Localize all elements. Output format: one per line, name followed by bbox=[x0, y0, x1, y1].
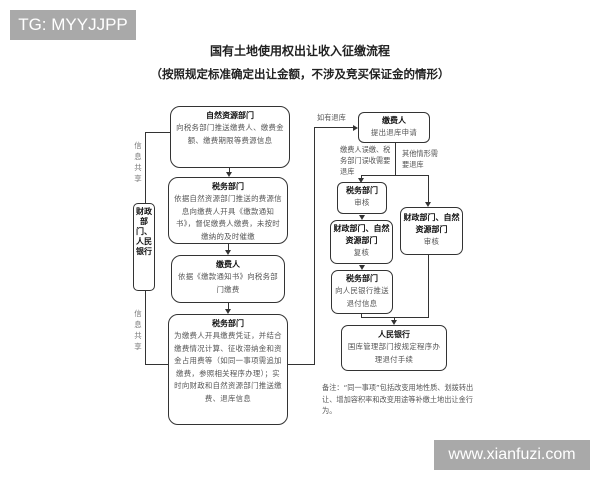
box-body: 提出退库申请 bbox=[370, 128, 418, 137]
connector bbox=[361, 175, 429, 177]
box-heading: 人民银行 bbox=[378, 330, 410, 339]
box-body: 向人民银行推送退付信息 bbox=[335, 286, 389, 308]
refund-applicant-box: 缴费人 提出退库申请 bbox=[358, 112, 430, 143]
flow-box-payer: 缴费人 依据《缴款通知书》向税务部门缴费 bbox=[171, 255, 285, 303]
refund-line-v bbox=[314, 127, 316, 365]
connector bbox=[228, 244, 230, 251]
info-share-label-top: 信息共享 bbox=[134, 141, 142, 183]
connector bbox=[394, 317, 396, 321]
refund-line-h2 bbox=[314, 127, 354, 129]
arrow-down-icon bbox=[225, 309, 231, 314]
arrow-down-icon bbox=[359, 215, 365, 220]
flow-box-tax-receipt: 税务部门 为缴费人开具缴费凭证，并结合缴费情况计算、征收滞纳金和资金占用费等（如… bbox=[168, 314, 288, 425]
connector bbox=[361, 175, 363, 179]
connector bbox=[229, 168, 231, 173]
refund-line-h1 bbox=[288, 364, 315, 366]
box-heading: 缴费人 bbox=[382, 116, 406, 125]
box-body: 审核 bbox=[354, 198, 370, 207]
branch-right-label: 其他情形需要退库 bbox=[402, 149, 438, 169]
finance-bank-box: 财政部门、人民银行 bbox=[133, 203, 155, 291]
box-body: 依据自然资源部门推送的费源信息向缴费人开具《缴款通知书》，督促缴费人缴费，未按时… bbox=[174, 194, 282, 241]
arrow-down-icon bbox=[225, 250, 231, 255]
box-heading: 税务部门 bbox=[212, 319, 244, 328]
box-heading: 税务部门 bbox=[346, 274, 378, 283]
connector bbox=[361, 314, 363, 318]
connector bbox=[428, 175, 430, 203]
refund-trigger-label: 如有退库 bbox=[317, 113, 346, 122]
box-body: 为缴费人开具缴费凭证，并结合缴费情况计算、征收滞纳金和资金占用费等（如同一事项需… bbox=[174, 331, 282, 403]
finance-review-box: 财政部门、自然资源部门 审核 bbox=[400, 207, 463, 255]
box-heading: 财政部门、自然资源部门 bbox=[333, 224, 390, 245]
tax-review-box: 税务部门 审核 bbox=[337, 182, 387, 214]
watermark-bottom: www.xianfuzi.com bbox=[434, 440, 590, 470]
diagram-subtitle: （按照规定标准确定出让金额，不涉及竞买保证金的情形） bbox=[150, 67, 450, 81]
box-heading: 税务部门 bbox=[346, 186, 378, 195]
connector bbox=[228, 303, 230, 310]
tax-push-box: 税务部门 向人民银行推送退付信息 bbox=[331, 270, 393, 314]
box-heading: 财政部门、自然资源部门 bbox=[403, 213, 460, 234]
box-body: 复核 bbox=[353, 248, 370, 257]
peoples-bank-box: 人民银行 国库管理部门按规定程序办理退付手续 bbox=[341, 325, 447, 371]
flow-box-tax-notice: 税务部门 依据自然资源部门推送的费源信息向缴费人开具《缴款通知书》，督促缴费人缴… bbox=[168, 177, 288, 244]
footnote: 备注：“同一事项”包括改变用地性质、划拨转出让、增加容积率和改变用途等补缴土地出… bbox=[322, 383, 474, 415]
box-body: 依据《缴款通知书》向税务部门缴费 bbox=[178, 272, 278, 294]
watermark-top: TG: MYYJJPP bbox=[10, 10, 136, 40]
arrow-down-icon bbox=[391, 320, 397, 325]
info-share-line-bottom bbox=[145, 364, 168, 366]
diagram-title: 国有土地使用权出让收入征缴流程 bbox=[209, 44, 390, 58]
flow-box-natural-resources: 自然资源部门 向税务部门推送缴费人、缴费金额、缴费期限等费源信息 bbox=[170, 106, 290, 168]
finance-recheck-box: 财政部门、自然资源部门 复核 bbox=[330, 220, 393, 264]
box-heading: 缴费人 bbox=[216, 260, 240, 269]
arrow-down-icon bbox=[226, 172, 232, 177]
connector bbox=[395, 143, 397, 176]
box-heading: 自然资源部门 bbox=[206, 111, 254, 120]
arrow-down-icon bbox=[358, 178, 364, 183]
box-heading: 税务部门 bbox=[212, 182, 244, 191]
box-body: 向税务部门推送缴费人、缴费金额、缴费期限等费源信息 bbox=[176, 123, 284, 145]
arrow-down-icon bbox=[425, 202, 431, 207]
branch-left-label: 缴费人误缴、税务部门误收需要退库 bbox=[340, 145, 391, 176]
connector bbox=[428, 255, 430, 318]
arrow-right-icon bbox=[353, 125, 358, 131]
info-share-label-bottom: 信息共享 bbox=[134, 309, 142, 351]
arrow-down-icon bbox=[359, 265, 365, 270]
info-share-line-top bbox=[145, 132, 170, 134]
box-body: 审核 bbox=[423, 237, 440, 246]
box-body: 国库管理部门按规定程序办理退付手续 bbox=[347, 342, 441, 364]
